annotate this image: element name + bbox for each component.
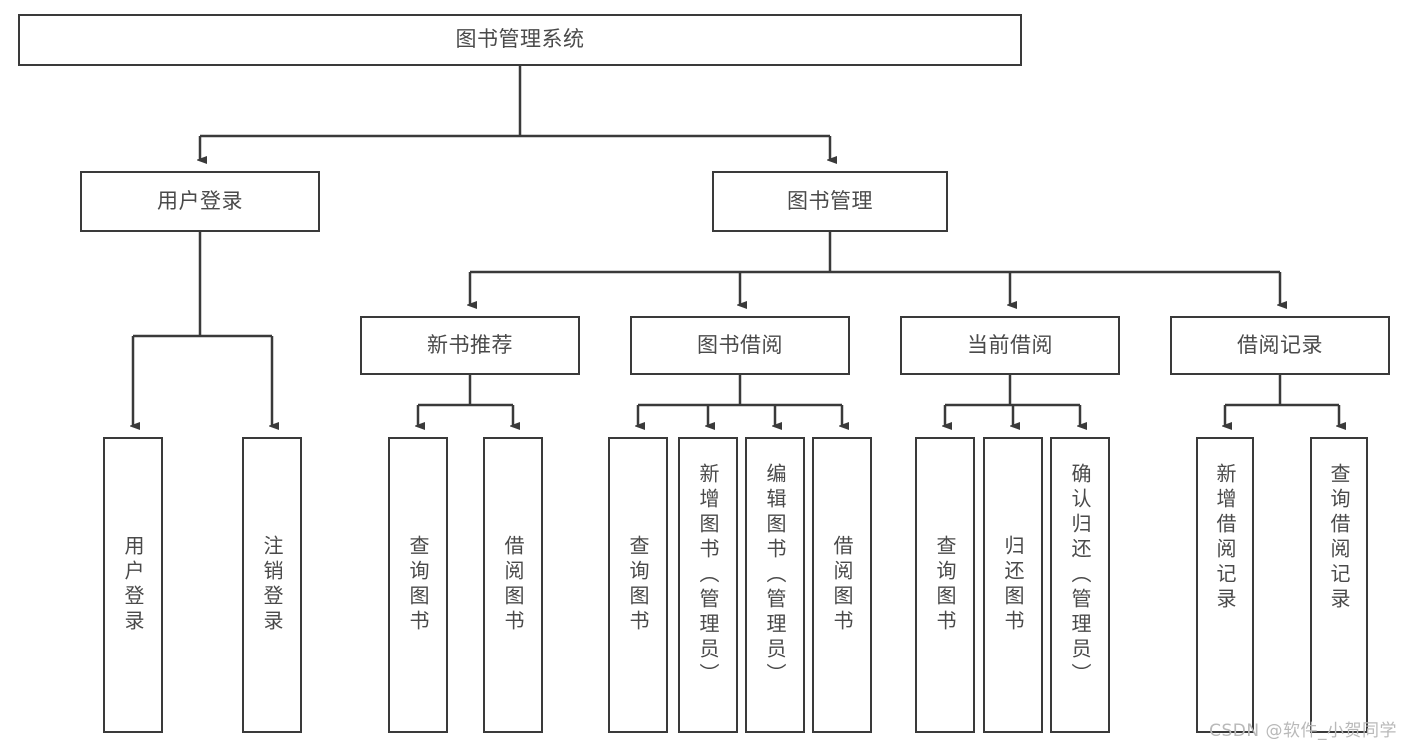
node-book-manage[interactable]: 图书管理 <box>712 171 948 232</box>
node-label: 编辑图书（管理员） <box>763 463 787 688</box>
node-leaf-query-record[interactable]: 查询借阅记录 <box>1310 437 1368 733</box>
node-leaf-query-book-3[interactable]: 查询图书 <box>915 437 975 733</box>
node-new-book-rec[interactable]: 新书推荐 <box>360 316 580 375</box>
node-leaf-borrow-book-1[interactable]: 借阅图书 <box>483 437 543 733</box>
node-leaf-user-logout[interactable]: 注销登录 <box>242 437 302 733</box>
node-label: 图书管理 <box>787 188 873 213</box>
node-leaf-query-book-1[interactable]: 查询图书 <box>388 437 448 733</box>
node-current-borrow[interactable]: 当前借阅 <box>900 316 1120 375</box>
node-leaf-user-login[interactable]: 用户登录 <box>103 437 163 733</box>
node-label: 确认归还（管理员） <box>1068 463 1092 688</box>
node-book-borrow[interactable]: 图书借阅 <box>630 316 850 375</box>
node-label: 查询借阅记录 <box>1327 463 1351 613</box>
node-label: 归还图书 <box>1001 535 1025 635</box>
node-label: 借阅图书 <box>501 535 525 635</box>
node-leaf-query-book-2[interactable]: 查询图书 <box>608 437 668 733</box>
node-label: 用户登录 <box>157 188 243 213</box>
watermark-text: CSDN @软件_小贺同学 <box>1209 721 1397 741</box>
node-label: 查询图书 <box>626 535 650 635</box>
node-leaf-return-book[interactable]: 归还图书 <box>983 437 1043 733</box>
node-label: 当前借阅 <box>967 332 1053 357</box>
node-label: 图书管理系统 <box>455 27 585 52</box>
node-leaf-confirm-return[interactable]: 确认归还（管理员） <box>1050 437 1110 733</box>
node-label: 新增图书（管理员） <box>696 463 720 688</box>
node-label: 用户登录 <box>121 535 145 635</box>
node-label: 查询图书 <box>406 535 430 635</box>
node-user-login[interactable]: 用户登录 <box>80 171 320 232</box>
node-label: 借阅记录 <box>1237 332 1323 357</box>
node-label: 新书推荐 <box>427 332 513 357</box>
node-label: 图书借阅 <box>697 332 783 357</box>
node-label: 借阅图书 <box>830 535 854 635</box>
node-leaf-borrow-book-2[interactable]: 借阅图书 <box>812 437 872 733</box>
node-label: 新增借阅记录 <box>1213 463 1237 613</box>
node-leaf-edit-book-admin[interactable]: 编辑图书（管理员） <box>745 437 805 733</box>
node-leaf-add-book-admin[interactable]: 新增图书（管理员） <box>678 437 738 733</box>
node-borrow-record[interactable]: 借阅记录 <box>1170 316 1390 375</box>
node-leaf-add-record[interactable]: 新增借阅记录 <box>1196 437 1254 733</box>
node-label: 注销登录 <box>260 535 284 635</box>
node-root-system[interactable]: 图书管理系统 <box>18 14 1022 66</box>
node-label: 查询图书 <box>933 535 957 635</box>
